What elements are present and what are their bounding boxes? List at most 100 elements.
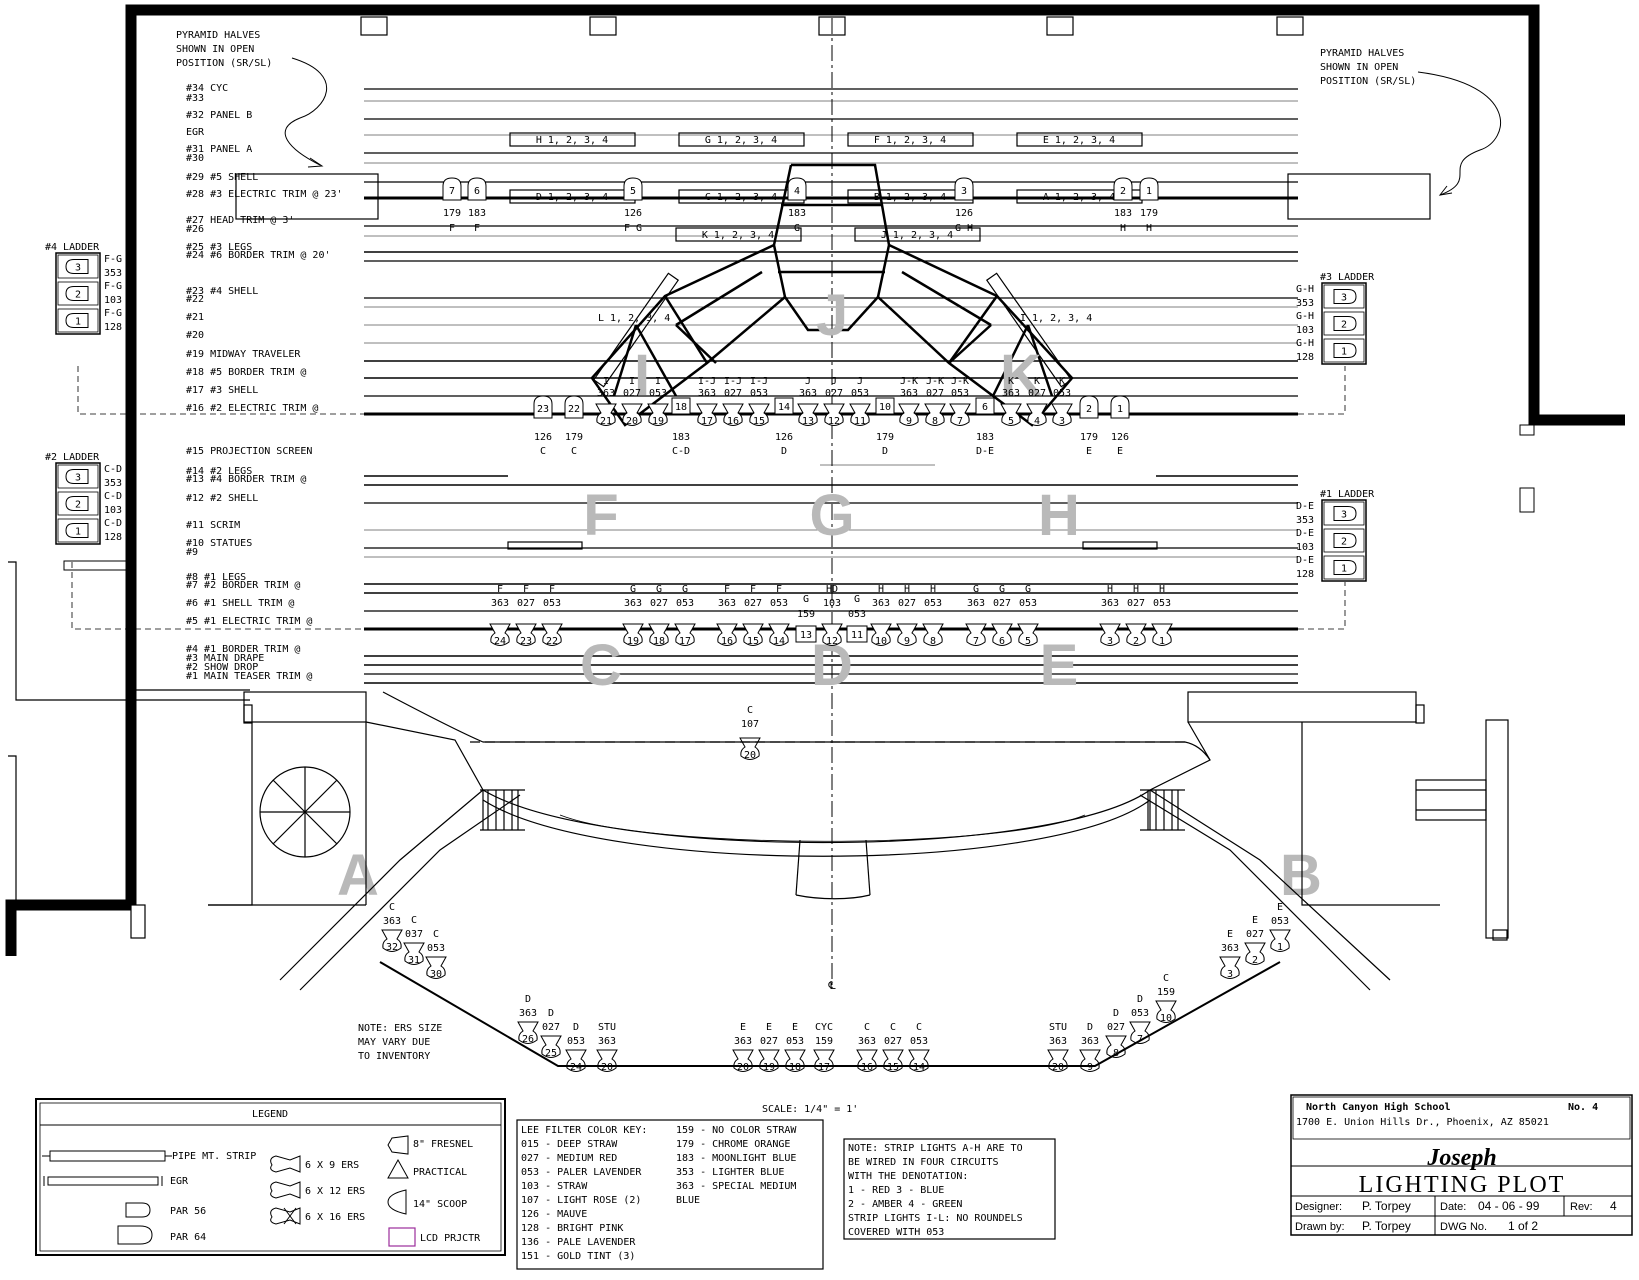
filter-color: 128 [104,532,122,543]
channel-number: 9 [906,416,912,427]
lineset-label: #15 PROJECTION SCREEN [186,446,312,457]
channel-number: 6 [474,186,480,197]
focus-area: H [1107,584,1113,595]
channel-number: 13 [800,630,812,641]
filter-color: 363 [1101,598,1119,609]
filter-color: 053 [1271,916,1289,927]
electric2-par: 14 [774,397,794,415]
channel-number: 3 [1341,293,1347,304]
filter-color: 027 [542,1022,560,1033]
channel-number: 1 [1341,564,1347,575]
foh-ers: 8 [1105,1035,1127,1059]
channel-number: 18 [653,636,665,647]
lineset-label: #34 CYC [186,83,228,94]
focus-area: E [740,1022,746,1033]
focus-area: F [497,584,503,595]
channel-number: 3 [961,186,967,197]
channel-number: 4 [794,186,800,197]
channel-number: 7 [957,416,963,427]
electric2-ers: 13 [797,403,819,427]
filter-color: 363 [624,598,642,609]
channel-number: 12 [828,416,840,427]
filter-color: 179 [876,432,894,443]
focus-area: E [1227,929,1233,940]
filter-color: 128 [104,322,122,333]
channel-number: 20 [737,1062,749,1073]
electric2-par64: 1 [1110,395,1130,419]
side-strip-right: I 1, 2, 3, 4 [985,272,1092,388]
lineset-label: #12 #2 SHELL [186,493,258,504]
show-title: Joseph [1426,1145,1496,1171]
lineset-label: #20 [186,330,204,341]
lineset-label: #11 SCRIM [186,520,240,531]
focus-area: F-G [104,281,122,292]
channel-number: 18 [675,402,687,413]
lineset-label: #6 #1 SHELL TRIM @ [186,598,294,609]
focus-area: G [999,584,1005,595]
pyramid-note-left: PYRAMID HALVES SHOWN IN OPEN POSITION (S… [176,30,327,168]
channel-number: 10 [1160,1013,1172,1024]
rev-label: Rev: [1570,1201,1593,1213]
lineset-label: #24 #6 BORDER TRIM @ 20' [186,250,331,261]
channel-number: 16 [727,416,739,427]
channel-number: 2 [1341,537,1347,548]
filter-color: 053 [924,598,942,609]
theatre-walls [5,4,1625,956]
channel-number: 3 [1107,636,1113,647]
electric2-ers: 5 [1000,403,1022,427]
dwg-value: 1 of 2 [1508,1219,1538,1233]
focus-area: D [882,446,888,457]
lineset-label: #25 #3 LEGS [186,242,252,253]
filter-key-entry: 027 - MEDIUM RED [521,1153,617,1164]
pyramid-note-right: PYRAMID HALVES SHOWN IN OPEN POSITION (S… [1320,48,1501,196]
focus-area: H [1159,584,1165,595]
focus-area: D-E [1296,501,1314,512]
focus-area: J-K [951,376,969,387]
dwg-label: DWG No. [1440,1221,1487,1233]
focus-area: H [1146,223,1152,234]
focus-area: G-H [1296,338,1314,349]
channel-number: 1 [1277,942,1283,953]
lineset-label: #3 MAIN DRAPE [186,653,264,664]
filter-color: 159 [815,1036,833,1047]
focus-area: F G [624,223,642,234]
area-letter: C [580,633,622,698]
foh-pipes [379,961,1281,1067]
filter-color: 027 [898,598,916,609]
filter-color: 183 [1114,208,1132,219]
electric1-ers: 18 [648,623,670,647]
electric2-par64: 2 [1079,395,1099,419]
filter-color: 027 [1246,929,1264,940]
legend-item: EGR [170,1176,189,1187]
filter-key-entry: 103 - STRAW [521,1181,588,1192]
drawn-by-name: P. Torpey [1362,1219,1411,1233]
channel-number: 2 [1341,320,1347,331]
channel-number: 1 [1159,636,1165,647]
scale-label: SCALE: 1/4" = 1' [762,1104,858,1115]
channel-number: 1 [1117,404,1123,415]
filter-key-entry: 015 - DEEP STRAW [521,1139,618,1150]
electric2-ers: 20 [621,403,643,427]
filter-color: 027 [650,598,668,609]
lineset-label: #30 [186,153,204,164]
electric1-ers: 10 [870,623,892,647]
lineset-label: #2 SHOW DROP [186,662,258,673]
focus-area: D [525,994,531,1005]
lineset-label: #4 #1 BORDER TRIM @ [186,644,300,655]
filter-color: 027 [744,598,762,609]
filter-color: 179 [1080,432,1098,443]
date-label: Date: [1440,1201,1466,1213]
strip-light [854,227,981,242]
focus-area: F [724,584,730,595]
filter-color: 037 [405,929,423,940]
focus-area: H [878,584,884,595]
pyramid-note-right-line: PYRAMID HALVES [1320,48,1404,59]
focus-area: D [1087,1022,1093,1033]
filter-color: 053 [567,1036,585,1047]
filter-color: 159 [1157,987,1175,998]
focus-area: I [655,376,661,387]
channel-number: 2 [1252,955,1258,966]
channel-number: 20 [1052,1062,1064,1073]
foh-ers: 20 [596,1049,618,1073]
